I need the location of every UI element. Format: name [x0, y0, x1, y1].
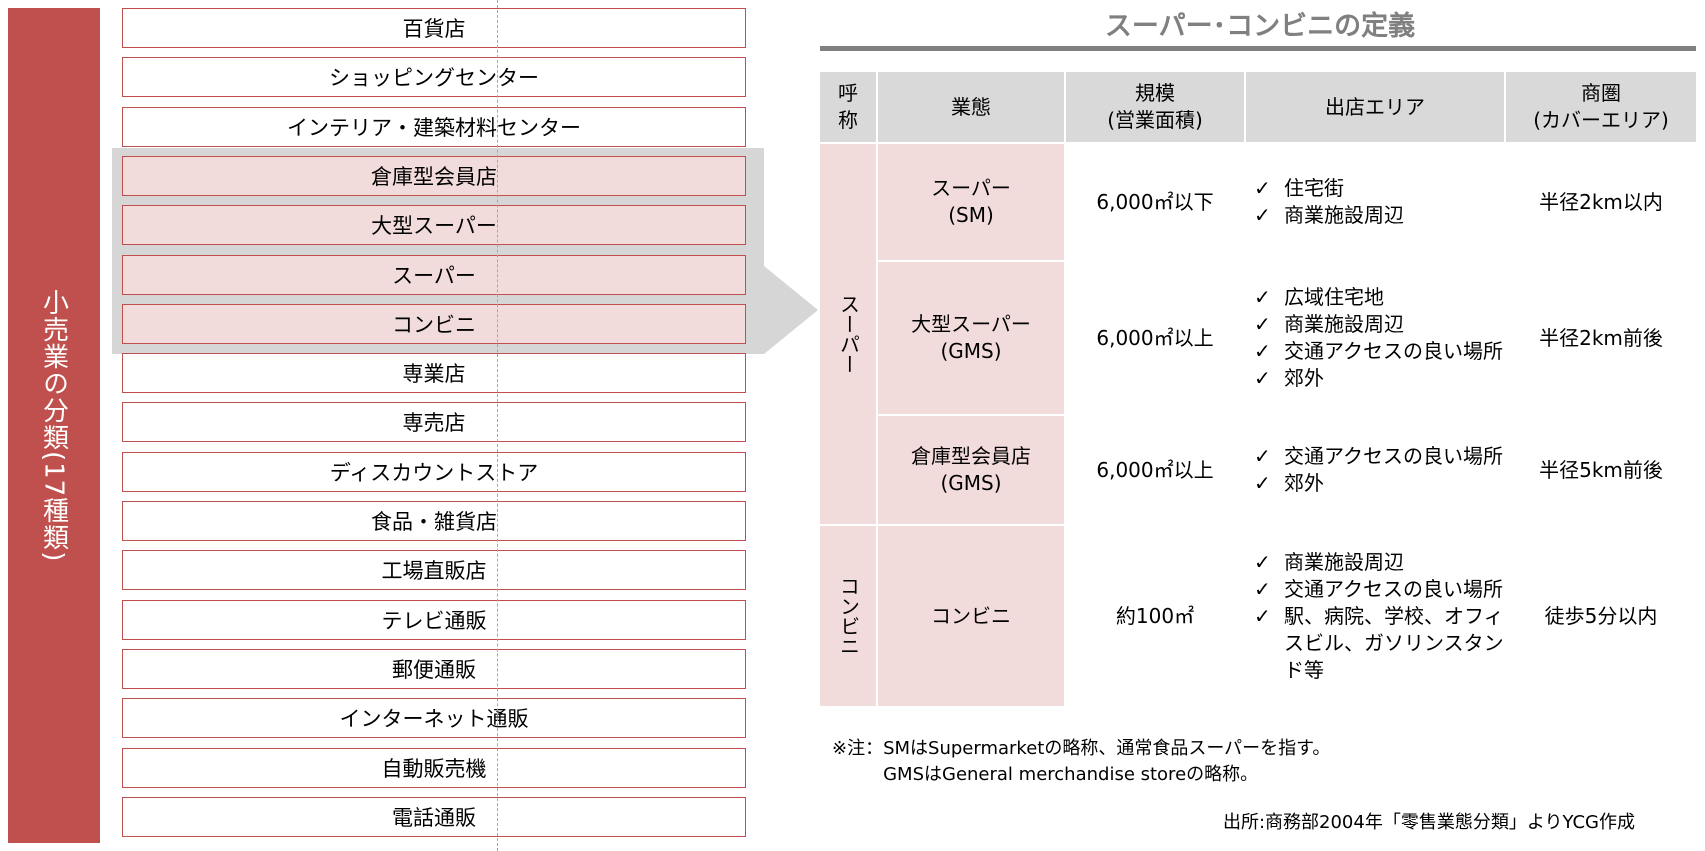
category-item: 専業店: [122, 353, 746, 394]
category-item: コンビニ: [122, 303, 746, 344]
area-checklist: 広域住宅地商業施設周辺交通アクセスの良い場所郊外: [1246, 284, 1503, 392]
group-label-cell: スーパー: [820, 144, 876, 524]
definition-title: スーパー･コンビニの定義: [1104, 11, 1416, 42]
format-cell: 倉庫型会員店 (GMS): [878, 416, 1064, 524]
category-item: ディスカウントストア: [122, 451, 746, 492]
area-checklist: 商業施設周辺交通アクセスの良い場所駅、病院、学校、オフィスビル、ガソリンスタンド…: [1246, 549, 1504, 684]
scale-cell: 約100㎡: [1115, 603, 1195, 628]
area-cell: 交通アクセスの良い場所郊外: [1246, 416, 1504, 524]
title-rule: [820, 46, 1696, 51]
coverage-cell: 半径2km前後: [1539, 325, 1663, 350]
category-item: インテリア・建築材料センター: [122, 106, 746, 147]
category-item: ショッピングセンター: [122, 57, 746, 98]
source-note: 出所:商務部2004年「零售業態分類」よりYCG作成: [1222, 812, 1635, 833]
area-cell: 商業施設周辺交通アクセスの良い場所駅、病院、学校、オフィスビル、ガソリンスタンド…: [1246, 526, 1504, 706]
area-check-item: 交通アクセスの良い場所: [1254, 576, 1504, 603]
category-item: テレビ通販: [122, 599, 746, 640]
category-item: 自動販売機: [122, 747, 746, 788]
area-check-item: 住宅街: [1254, 175, 1404, 202]
category-item: スーパー: [122, 254, 746, 295]
format-cell: 大型スーパー (GMS): [878, 262, 1064, 414]
table-header-cell: 呼 称: [820, 72, 876, 142]
table-header-cell: 規模 (営業面積): [1066, 72, 1244, 142]
footnote-line: SMはSupermarketの略称、通常食品スーパーを指す。: [883, 738, 1331, 759]
area-check-item: 郊外: [1254, 470, 1503, 497]
scale-cell: 6,000㎡以上: [1096, 457, 1214, 482]
retail-classification-label-bar: 小売業の分類(17種類): [8, 8, 100, 843]
format-cell: コンビニ: [878, 526, 1064, 706]
area-check-item: 商業施設周辺: [1254, 549, 1504, 576]
pointer-arrow: [764, 266, 818, 354]
group-label: スーパー: [836, 294, 861, 374]
footnote-line: GMSはGeneral merchandise storeの略称。: [883, 764, 1259, 785]
area-cell: 広域住宅地商業施設周辺交通アクセスの良い場所郊外: [1246, 262, 1504, 414]
center-dashed-guide: [497, 0, 498, 851]
scale-cell: 6,000㎡以上: [1096, 325, 1214, 350]
format-cell: スーパー (SM): [878, 144, 1064, 260]
category-item: 百貨店: [122, 8, 746, 48]
category-item: 電話通販: [122, 796, 746, 837]
coverage-cell: 半径5km前後: [1539, 457, 1663, 482]
category-item: 郵便通販: [122, 648, 746, 689]
area-check-item: 交通アクセスの良い場所: [1254, 443, 1503, 470]
area-check-item: 商業施設周辺: [1254, 311, 1503, 338]
category-item: インターネット通販: [122, 698, 746, 739]
area-check-item: 駅、病院、学校、オフィスビル、ガソリンスタンド等: [1254, 603, 1504, 684]
footnote: ※注： SMはSupermarketの略称、通常食品スーパーを指す。 GMSはG…: [832, 736, 1330, 788]
scale-cell: 6,000㎡以下: [1096, 189, 1214, 214]
table-header-cell: 業態: [878, 72, 1064, 142]
area-checklist: 交通アクセスの良い場所郊外: [1246, 443, 1503, 497]
area-cell: 住宅街商業施設周辺: [1246, 144, 1504, 260]
area-check-item: 広域住宅地: [1254, 284, 1503, 311]
table-header-cell: 商圏 (カバーエリア): [1506, 72, 1696, 142]
area-check-item: 商業施設周辺: [1254, 202, 1404, 229]
coverage-cell: 徒歩5分以内: [1544, 603, 1658, 628]
category-item: 工場直販店: [122, 550, 746, 591]
group-label: コンビニ: [836, 576, 861, 656]
category-item: 専売店: [122, 402, 746, 443]
coverage-cell: 半径2km以内: [1539, 189, 1663, 214]
area-check-item: 郊外: [1254, 365, 1503, 392]
area-checklist: 住宅街商業施設周辺: [1246, 175, 1404, 229]
category-item: 倉庫型会員店: [122, 155, 746, 196]
retail-classification-label: 小売業の分類(17種類): [38, 288, 69, 563]
category-item: 大型スーパー: [122, 205, 746, 246]
group-label-cell: コンビニ: [820, 526, 876, 706]
area-check-item: 交通アクセスの良い場所: [1254, 338, 1503, 365]
table-header-cell: 出店エリア: [1246, 72, 1504, 142]
footnote-prefix: ※注：: [832, 738, 884, 759]
category-item: 食品・雑貨店: [122, 501, 746, 541]
